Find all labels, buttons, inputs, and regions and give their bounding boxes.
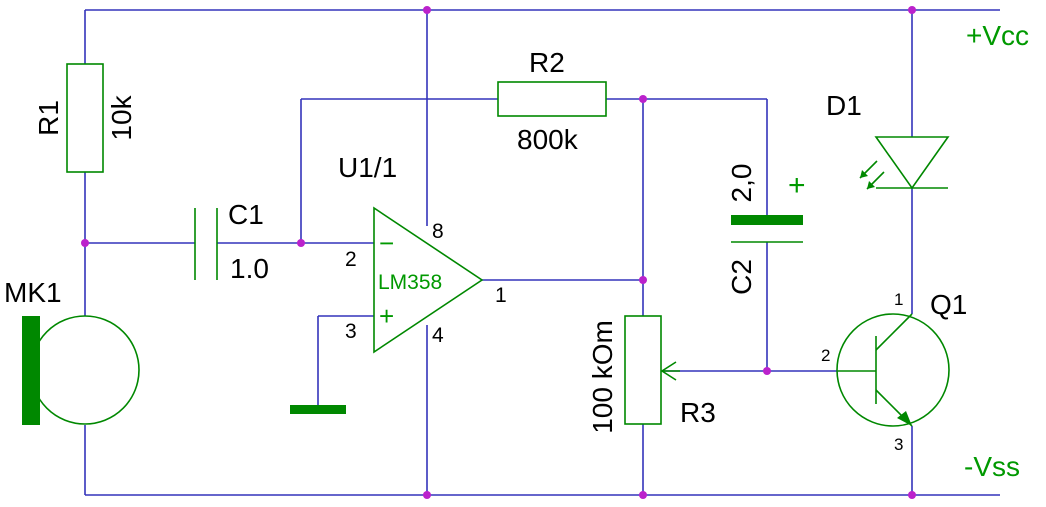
junctions xyxy=(81,6,916,499)
q1-body xyxy=(836,313,950,427)
q1-pin2-label: 2 xyxy=(821,346,830,365)
r1-value-label: 10k xyxy=(106,94,137,140)
d1-triangle xyxy=(874,136,950,190)
opamp-minus-sign: − xyxy=(379,228,394,258)
wires xyxy=(84,9,1000,496)
r2-resistor xyxy=(497,81,607,117)
junction-node xyxy=(297,239,305,247)
mk1-microphone xyxy=(22,315,140,425)
junction-node xyxy=(639,276,647,284)
c2-ref-label: C2 xyxy=(726,259,757,295)
junction-node xyxy=(423,6,431,14)
opamp-pin2-label: 2 xyxy=(345,248,357,271)
r1-resistor xyxy=(66,63,104,173)
d1-light-arrowhead xyxy=(860,170,868,178)
opamp-triangle xyxy=(373,206,484,354)
opamp-pin1-label: 1 xyxy=(495,284,507,307)
junction-node xyxy=(908,6,916,14)
r3-wiper-arrowhead xyxy=(660,361,677,381)
mk1-body xyxy=(30,315,140,425)
opamp-pin8-label: 8 xyxy=(432,220,444,243)
junction-node xyxy=(908,491,916,499)
opamp-plus-sign: + xyxy=(379,301,394,331)
q1-collector-lead xyxy=(875,313,913,351)
d1-ref-label: D1 xyxy=(826,90,862,121)
d1-led xyxy=(859,136,950,190)
r3-potentiometer xyxy=(624,315,680,425)
mk1-ref-label: MK1 xyxy=(4,277,62,308)
opamp-part-label: LM358 xyxy=(378,271,442,294)
c2-plus-sign: + xyxy=(788,169,806,202)
q1-emitter-arrow xyxy=(897,411,912,426)
junction-node xyxy=(639,491,647,499)
q1-ref-label: Q1 xyxy=(930,289,967,320)
c1-value-label: 1.0 xyxy=(230,253,269,284)
d1-light-arrowhead xyxy=(867,181,875,189)
junction-node xyxy=(81,239,89,247)
r2-ref-label: R2 xyxy=(529,47,565,78)
c1-ref-label: C1 xyxy=(228,199,264,230)
r3-body xyxy=(624,315,662,425)
r1-ref-label: R1 xyxy=(33,100,64,136)
q1-pin3-label: 3 xyxy=(894,435,903,454)
c2-plate-positive xyxy=(731,215,803,225)
junction-node xyxy=(639,95,647,103)
q1-pin1-label: 1 xyxy=(894,290,903,309)
opamp-pin3-label: 3 xyxy=(345,320,357,343)
u1-opamp: − + LM358 xyxy=(373,206,484,354)
junction-node xyxy=(423,491,431,499)
r3-ref-label: R3 xyxy=(680,397,716,428)
c2-value-label: 2,0 xyxy=(726,164,757,203)
vss-label: -Vss xyxy=(964,451,1020,482)
r3-value-label: 100 kOm xyxy=(587,320,618,434)
ground-symbol xyxy=(290,405,346,414)
junction-node xyxy=(763,367,771,375)
c2-capacitor xyxy=(731,215,803,243)
vcc-label: +Vcc xyxy=(966,20,1029,51)
opamp-pin4-label: 4 xyxy=(432,324,444,347)
u1-ref-label: U1/1 xyxy=(338,152,397,183)
r2-value-label: 800k xyxy=(517,124,579,155)
q1-transistor xyxy=(836,313,950,427)
